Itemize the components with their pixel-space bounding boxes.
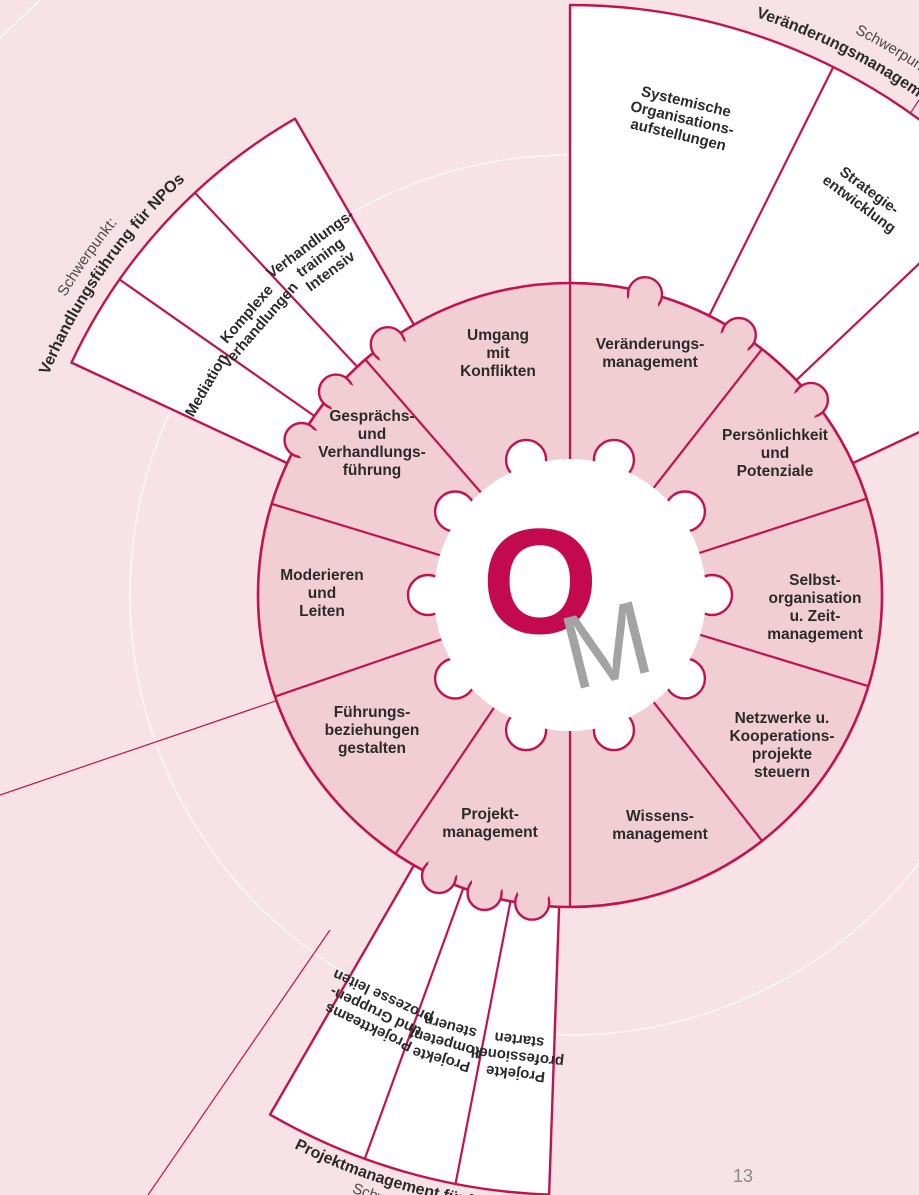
segment-divider <box>271 502 441 557</box>
segment-projektmanagement[interactable]: Projekt-management <box>442 806 538 841</box>
cog-knob-fill <box>595 441 632 478</box>
focus-segment-label[interactable]: SystemischeOrganisations-aufstellungen <box>625 81 740 155</box>
logo-letter-o: O <box>482 497 599 665</box>
cog-knob-fill <box>666 493 703 530</box>
cog-knob-fill <box>595 712 632 749</box>
segment-divider <box>698 497 868 555</box>
segment-divider <box>394 707 495 855</box>
page-number: 13 <box>732 1166 754 1186</box>
cog-knob-fill <box>508 441 545 478</box>
guide-line-corner <box>0 0 41 39</box>
segment-divider <box>652 701 763 842</box>
focus-sector-divider <box>194 192 359 368</box>
puzzle-knob-mask <box>428 849 461 882</box>
segment-veraenderungsmanagement[interactable]: Veränderungs-management <box>596 336 705 371</box>
focus-sector-divider <box>795 262 919 381</box>
focus-sector-divider <box>708 66 835 317</box>
cog-knob-fill <box>508 712 545 749</box>
focus-sector-divider <box>363 887 465 1160</box>
segment-divider <box>364 358 482 494</box>
cog-knob-fill <box>410 577 446 613</box>
cog-knob-fill <box>437 493 474 530</box>
focus-sector-divider <box>454 901 512 1185</box>
puzzle-knob-mask <box>785 391 818 424</box>
focus-sector-divider <box>118 278 316 417</box>
puzzle-knob-mask <box>716 329 749 362</box>
cog-knob-fill <box>666 660 703 697</box>
segment-divider <box>652 348 763 489</box>
segment-divider <box>699 633 869 688</box>
puzzle-knob-mask <box>295 430 328 462</box>
puzzle-knob-mask <box>626 289 659 322</box>
puzzle-knob-mask <box>471 865 504 898</box>
puzzle-knob-mask <box>517 874 550 907</box>
segment-wissensmanagement[interactable]: Wissens-management <box>612 808 708 843</box>
guide-line-bottom <box>147 929 331 1195</box>
puzzle-knob-mask <box>378 337 411 370</box>
puzzle-knob-mask <box>329 383 362 416</box>
cog-knob-fill <box>694 577 730 613</box>
center-disc <box>434 459 706 731</box>
cog-knob-fill <box>437 660 474 697</box>
segment-divider <box>274 638 442 698</box>
